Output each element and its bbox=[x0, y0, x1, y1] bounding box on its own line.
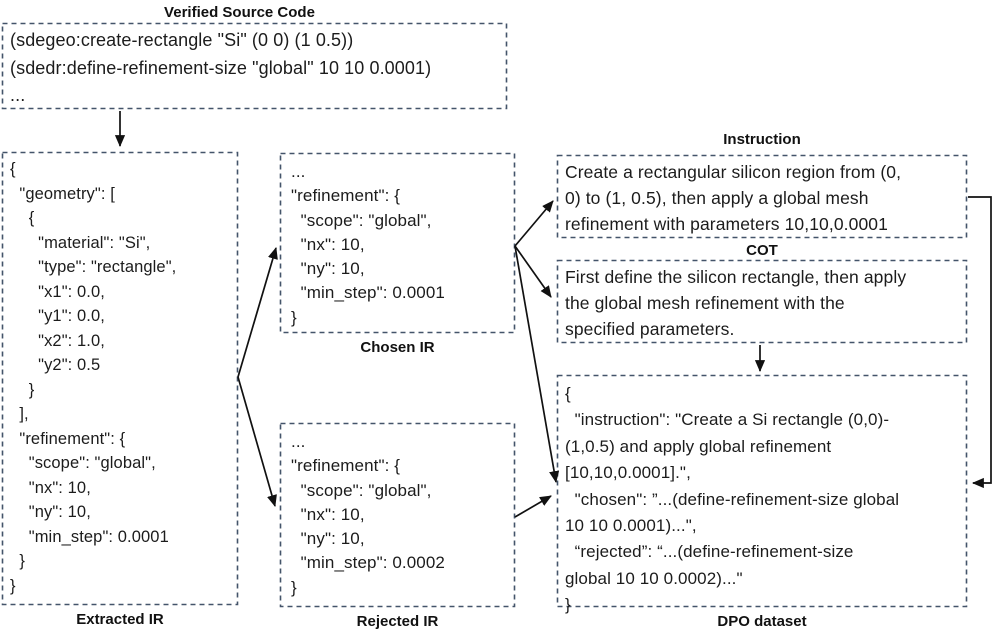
rejected-ir-box bbox=[279, 422, 516, 608]
instruction-text: Create a rectangular silicon region from… bbox=[565, 162, 902, 234]
arrow-chosen-to-dpo bbox=[514, 245, 560, 484]
arrow-chosen-to-instruction bbox=[514, 200, 554, 247]
chosen-ir-box bbox=[279, 152, 516, 334]
verified-source-code-box bbox=[1, 22, 508, 110]
dpo-dataset-text: { "instruction": "Create a Si rectangle … bbox=[565, 384, 900, 615]
verified-source-code-title: Verified Source Code bbox=[164, 4, 315, 21]
arrow-rejected-to-dpo bbox=[514, 495, 552, 518]
rejected-ir-label: Rejected IR bbox=[356, 613, 439, 630]
arrow-instruction-loop-to-dpo bbox=[968, 196, 992, 489]
extracted-ir-text: { "geometry": [ { "material": "Si", "typ… bbox=[10, 160, 177, 595]
cot-title: COT bbox=[746, 242, 778, 259]
chosen-ir-text: ... "refinement": { "scope": "global", "… bbox=[291, 162, 445, 327]
instruction-box bbox=[556, 154, 968, 239]
arrow-extracted-to-rejected-ir bbox=[237, 376, 277, 507]
extracted-ir-box bbox=[1, 151, 239, 606]
cot-box bbox=[556, 259, 968, 344]
chosen-ir-label: Chosen IR bbox=[360, 339, 435, 356]
cot-text: First define the silicon rectangle, then… bbox=[565, 267, 907, 339]
dpo-dataset-box bbox=[556, 374, 968, 608]
verified-source-code-text: (sdegeo:create-rectangle "Si" (0 0) (1 0… bbox=[10, 30, 432, 105]
dpo-dataset-label: DPO dataset bbox=[717, 613, 807, 630]
instruction-title: Instruction bbox=[723, 131, 801, 148]
arrow-extracted-to-chosen-ir bbox=[237, 247, 278, 378]
arrow-chosen-to-cot bbox=[514, 245, 552, 298]
rejected-ir-text: ... "refinement": { "scope": "global", "… bbox=[291, 432, 445, 597]
extracted-ir-label: Extracted IR bbox=[76, 611, 164, 628]
